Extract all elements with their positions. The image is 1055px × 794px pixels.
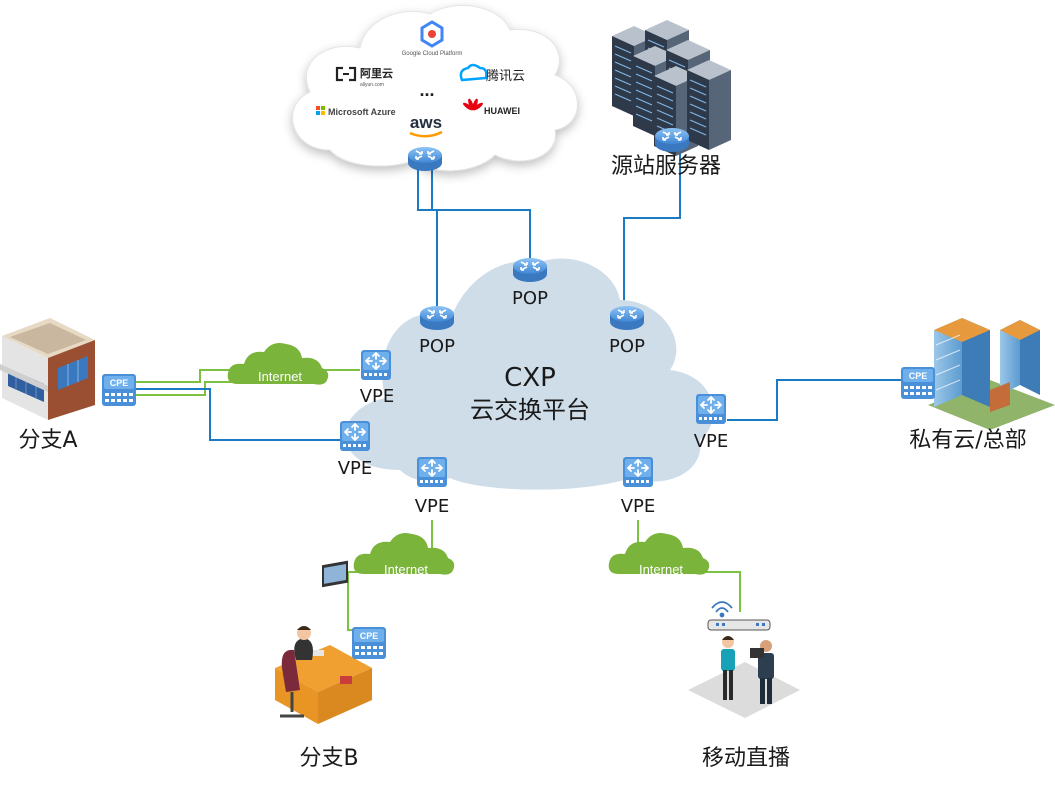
person-icon	[721, 636, 735, 700]
vpe-label: VPE	[338, 458, 373, 479]
pop-left: POP	[419, 305, 455, 357]
provider-huawei: HUAWEI	[484, 106, 520, 116]
router-icon	[609, 305, 645, 331]
aws-logo: aws	[409, 113, 443, 138]
building-icon	[928, 318, 1055, 430]
source-server-label: 源站服务器	[611, 154, 721, 179]
links	[135, 148, 905, 631]
branch-a-label: 分支A	[18, 428, 77, 453]
vpe-upper-left: VPE	[360, 349, 395, 407]
provider-aliyun: 阿里云	[360, 66, 393, 80]
wifi-icon	[711, 601, 733, 618]
provider-google: Google Cloud Platform	[402, 51, 463, 57]
office-desk-icon	[275, 560, 372, 724]
provider-azure: Microsoft Azure	[328, 107, 396, 117]
internet-label: Internet	[639, 562, 683, 577]
internet-cloud-bottom-left: Internet	[353, 533, 455, 577]
pop-right: POP	[609, 305, 645, 357]
link-branchA-vpe	[135, 388, 340, 441]
vpe-label: VPE	[360, 386, 395, 407]
internet-label: Internet	[258, 369, 302, 384]
vpe-label: VPE	[694, 431, 729, 452]
mobile-live-label: 移动直播	[702, 746, 790, 771]
cpe-device-icon	[102, 374, 136, 406]
mobile-live-scene	[688, 601, 800, 718]
vpe-right: VPE	[694, 393, 729, 452]
huawei-logo: HUAWEI	[463, 98, 520, 116]
pop-top: POP	[512, 257, 548, 309]
ellipsis: ...	[419, 80, 434, 100]
internet-cloud-left: Internet	[227, 343, 329, 385]
pop-label: POP	[419, 336, 455, 357]
router-icon	[407, 146, 443, 172]
vpe-switch-icon	[360, 349, 392, 381]
vpe-switch-icon	[622, 456, 654, 488]
link-cloud-pop-left	[417, 168, 438, 310]
vpe-label: VPE	[415, 496, 450, 517]
provider-tencent: 腾讯云	[486, 68, 525, 83]
link-internet-live	[706, 571, 741, 612]
link-internet-cpe-b	[347, 571, 362, 631]
vpe-switch-icon	[695, 393, 727, 425]
public-cloud	[292, 4, 578, 172]
google-cloud-logo: Google Cloud Platform	[402, 20, 463, 57]
azure-logo: Microsoft Azure	[316, 106, 396, 117]
pop-label: POP	[512, 288, 548, 309]
router-icon	[512, 257, 548, 283]
vpe-label: VPE	[621, 496, 656, 517]
branch-b-label: 分支B	[299, 746, 358, 771]
person-icon	[750, 640, 774, 704]
platform-title: CXP	[504, 363, 556, 393]
private-cloud-label: 私有云/总部	[909, 428, 1026, 453]
building-icon	[0, 318, 95, 420]
link-cloud-pop-top	[431, 168, 531, 262]
link-server-pop-right	[623, 148, 681, 310]
internet-label: Internet	[384, 562, 428, 577]
vpe-lower-left: VPE	[338, 420, 373, 479]
vpe-switch-icon	[416, 456, 448, 488]
aliyun-logo: 阿里云 aliyun.com	[335, 65, 393, 88]
link-private-vpe	[727, 379, 905, 421]
provider-aws: aws	[410, 113, 442, 132]
vpe-bottom-right: VPE	[621, 456, 656, 517]
vpe-bottom-left: VPE	[415, 456, 450, 517]
platform-subtitle: 云交换平台	[470, 396, 590, 424]
provider-aliyun-url: aliyun.com	[360, 82, 384, 88]
cpe-device-icon	[901, 367, 935, 399]
internet-cloud-bottom-right: Internet	[608, 533, 710, 577]
router-icon	[654, 127, 690, 153]
pop-label: POP	[609, 336, 645, 357]
cpe-device-icon	[352, 627, 386, 659]
vpe-switch-icon	[339, 420, 371, 452]
tencent-cloud-logo: 腾讯云	[459, 63, 525, 83]
router-icon	[419, 305, 455, 331]
